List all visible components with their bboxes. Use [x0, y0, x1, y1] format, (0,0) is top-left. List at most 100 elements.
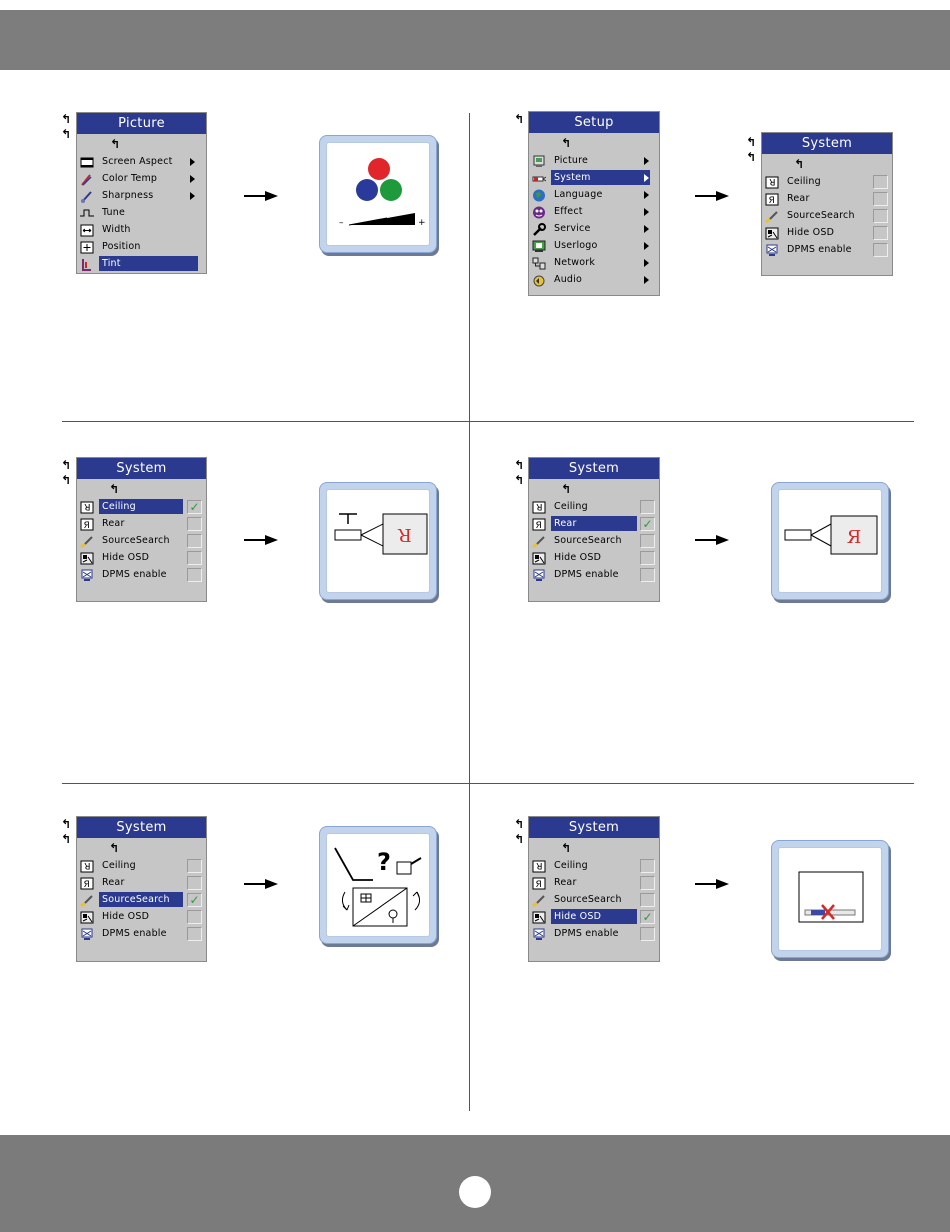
- menu-item-color-temp[interactable]: Color Temp: [77, 171, 206, 188]
- system-item-hide-osd[interactable]: Hide OSD: [77, 909, 206, 926]
- menu-item-label: Hide OSD: [102, 552, 150, 563]
- source-search-scene-icon: ?: [334, 847, 422, 927]
- dpms-checkbox[interactable]: [640, 568, 655, 582]
- panel-inner: ?: [326, 833, 430, 937]
- menu-item-tint[interactable]: Tint: [77, 256, 206, 273]
- chevron-right-icon: [644, 191, 649, 199]
- back-arrow-icon[interactable]: ↰: [514, 458, 525, 472]
- back-arrow-icon[interactable]: ↰: [514, 817, 525, 831]
- hide-osd-checkbox[interactable]: [187, 551, 202, 565]
- hide-osd-checkbox[interactable]: ✓: [640, 910, 655, 924]
- menu-item-screen-aspect[interactable]: Screen Aspect: [77, 154, 206, 171]
- system-item-ceiling[interactable]: R Ceiling ✓: [77, 499, 206, 516]
- menu-back-row[interactable]: ↰: [77, 838, 206, 858]
- menu-back-row[interactable]: ↰: [77, 479, 206, 499]
- menu-item-service[interactable]: Service: [529, 221, 659, 238]
- system-item-rear[interactable]: Я Rear: [77, 875, 206, 892]
- system-item-rear[interactable]: Я Rear ✓: [529, 516, 659, 533]
- hide-osd-checkbox[interactable]: [873, 226, 888, 240]
- ceiling-checkbox[interactable]: [640, 859, 655, 873]
- svg-text:Я: Я: [536, 880, 542, 890]
- menu-item-effect[interactable]: Effect: [529, 204, 659, 221]
- menu-item-userlogo[interactable]: Userlogo: [529, 238, 659, 255]
- system-item-dpms[interactable]: DPMS enable: [77, 567, 206, 584]
- menu-back-row[interactable]: ↰: [529, 133, 659, 153]
- dpms-checkbox[interactable]: [187, 568, 202, 582]
- system-item-hide-osd[interactable]: Hide OSD ✓: [529, 909, 659, 926]
- hide-osd-checkbox[interactable]: [640, 551, 655, 565]
- menu-item-system[interactable]: System: [529, 170, 659, 187]
- rear-checkbox[interactable]: [873, 192, 888, 206]
- system-item-dpms[interactable]: DPMS enable: [77, 926, 206, 943]
- system-item-dpms[interactable]: DPMS enable: [762, 242, 892, 259]
- ceiling-checkbox[interactable]: [187, 859, 202, 873]
- rear-checkbox[interactable]: [187, 517, 202, 531]
- system-item-ceiling[interactable]: R Ceiling: [77, 858, 206, 875]
- system-item-hide-osd[interactable]: Hide OSD: [77, 550, 206, 567]
- system-item-rear[interactable]: Я Rear: [762, 191, 892, 208]
- menu-item-width[interactable]: Width: [77, 222, 206, 239]
- menu-item-picture[interactable]: Picture: [529, 153, 659, 170]
- hide-osd-checkbox[interactable]: [187, 910, 202, 924]
- menu-back-row[interactable]: ↰: [77, 134, 206, 154]
- menu-back-row[interactable]: ↰: [762, 154, 892, 174]
- rear-checkbox[interactable]: ✓: [640, 517, 655, 531]
- sourcesearch-checkbox[interactable]: [640, 893, 655, 907]
- question-mark: ?: [377, 848, 391, 876]
- menu-item-sharpness[interactable]: Sharpness: [77, 188, 206, 205]
- system-item-hide-osd[interactable]: Hide OSD: [529, 550, 659, 567]
- back-arrow-icon[interactable]: ↰: [746, 135, 757, 149]
- menu-item-label: Rear: [551, 516, 637, 531]
- system-item-dpms[interactable]: DPMS enable: [529, 926, 659, 943]
- menu-item-audio[interactable]: Audio: [529, 272, 659, 289]
- ceiling-checkbox[interactable]: [873, 175, 888, 189]
- system-item-dpms[interactable]: DPMS enable: [529, 567, 659, 584]
- menu-item-network[interactable]: Network: [529, 255, 659, 272]
- back-arrow-icon[interactable]: ↰: [61, 127, 72, 141]
- back-arrow-icon[interactable]: ↰: [61, 832, 72, 846]
- menu-item-language[interactable]: Language: [529, 187, 659, 204]
- system-item-ceiling[interactable]: R Ceiling: [529, 858, 659, 875]
- dpms-checkbox[interactable]: [873, 243, 888, 257]
- menu-item-tune[interactable]: Tune: [77, 205, 206, 222]
- system-item-rear[interactable]: Я Rear: [77, 516, 206, 533]
- back-arrow-icon[interactable]: ↰: [61, 112, 72, 126]
- back-arrow-icon[interactable]: ↰: [61, 473, 72, 487]
- ceiling-checkbox[interactable]: [640, 500, 655, 514]
- sourcesearch-checkbox[interactable]: [873, 209, 888, 223]
- back-arrow-icon[interactable]: ↰: [61, 458, 72, 472]
- sourcesearch-checkbox[interactable]: ✓: [187, 893, 202, 907]
- system-item-sourcesearch[interactable]: SourceSearch: [77, 533, 206, 550]
- system-item-ceiling[interactable]: R Ceiling: [762, 174, 892, 191]
- menu-back-row[interactable]: ↰: [529, 838, 659, 858]
- arrow-right-icon: [695, 535, 729, 545]
- rear-icon: Я: [80, 518, 94, 531]
- dpms-checkbox[interactable]: [640, 927, 655, 941]
- sourcesearch-checkbox[interactable]: [187, 534, 202, 548]
- rear-checkbox[interactable]: [187, 876, 202, 890]
- system-item-sourcesearch[interactable]: SourceSearch: [529, 892, 659, 909]
- dpms-checkbox[interactable]: [187, 927, 202, 941]
- menu-item-label: Ceiling: [102, 860, 136, 871]
- back-arrow-icon[interactable]: ↰: [514, 832, 525, 846]
- back-arrow-icon[interactable]: ↰: [514, 112, 525, 126]
- hide-osd-feature-panel: [771, 840, 889, 958]
- menu-item-label: DPMS enable: [787, 244, 852, 255]
- system-item-sourcesearch[interactable]: SourceSearch ✓: [77, 892, 206, 909]
- system-item-ceiling[interactable]: R Ceiling: [529, 499, 659, 516]
- system-item-sourcesearch[interactable]: SourceSearch: [762, 208, 892, 225]
- menu-back-row[interactable]: ↰: [529, 479, 659, 499]
- menu-item-label: Hide OSD: [551, 909, 637, 924]
- system-item-rear[interactable]: Я Rear: [529, 875, 659, 892]
- back-arrow-icon[interactable]: ↰: [514, 473, 525, 487]
- system-item-sourcesearch[interactable]: SourceSearch: [529, 533, 659, 550]
- back-arrow-icon[interactable]: ↰: [61, 817, 72, 831]
- system-menu: System ↰ R Ceiling ✓ Я Rear SourceSearch…: [76, 457, 207, 602]
- arrow-right-icon: [695, 879, 729, 889]
- sourcesearch-checkbox[interactable]: [640, 534, 655, 548]
- rear-checkbox[interactable]: [640, 876, 655, 890]
- menu-item-position[interactable]: Position: [77, 239, 206, 256]
- ceiling-checkbox[interactable]: ✓: [187, 500, 202, 514]
- back-arrow-icon[interactable]: ↰: [746, 150, 757, 164]
- system-item-hide-osd[interactable]: Hide OSD: [762, 225, 892, 242]
